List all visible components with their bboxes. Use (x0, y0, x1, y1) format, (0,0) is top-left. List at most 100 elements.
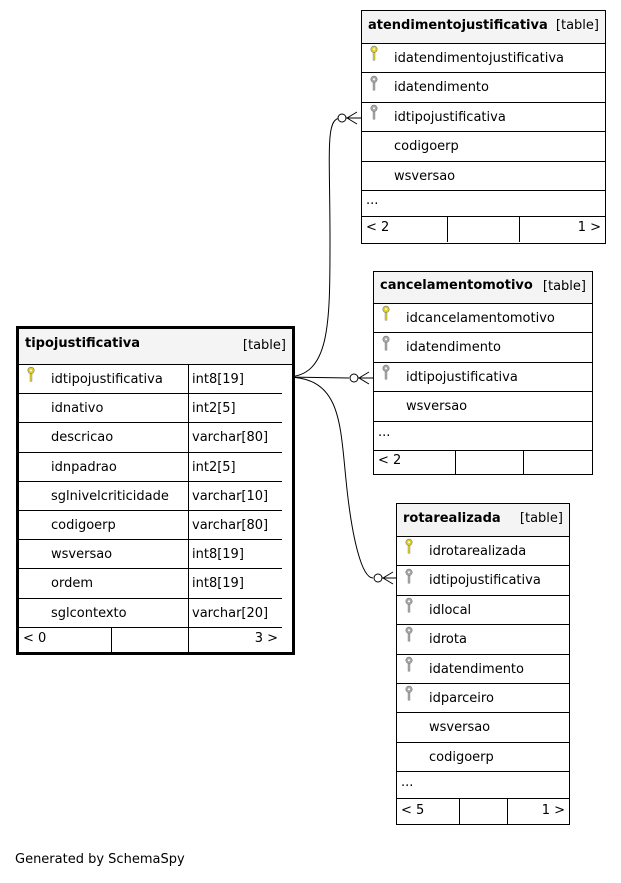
more-columns-ellipsis[interactable]: ... (397, 772, 569, 800)
foreign-key-icon (382, 333, 390, 362)
column-name: idatendimentojustificativa (394, 51, 564, 66)
column-row-idnativo[interactable]: idnativo int2[5] (19, 394, 282, 424)
table-kind: [table] (519, 511, 563, 526)
table-tipojustificativa[interactable]: tipojustificativa [table] idtipojustific… (16, 326, 295, 655)
footer-divider (447, 216, 448, 242)
column-row-idatendimentojustificativa[interactable]: idatendimentojustificativa (362, 43, 605, 74)
table-atendimentojustificativa[interactable]: atendimentojustificativa [table] idatend… (361, 10, 606, 244)
crowfoot-rotarealizada (382, 571, 397, 585)
edge-to-rotarealizada (285, 376, 374, 579)
table-footer: < 2 1 > (362, 216, 605, 242)
zero-marker-cancelamentomotivo (349, 373, 359, 383)
parents-count[interactable]: < 2 (366, 219, 390, 235)
column-name: wsversao (51, 547, 113, 563)
table-footer: < 5 1 > (397, 799, 569, 826)
column-name: idatendimento (394, 80, 489, 96)
children-count[interactable]: 1 > (541, 803, 565, 819)
column-row-idparceiro[interactable]: idparceiro (397, 683, 569, 714)
table-cancelamentomotivo[interactable]: cancelamentomotivo [table] idcancelament… (373, 271, 593, 475)
foreign-key-icon (370, 102, 378, 131)
column-name: wsversao (406, 399, 468, 415)
column-row-idatendimento[interactable]: idatendimento (374, 333, 592, 363)
column-name: descricao (51, 430, 114, 446)
column-name: idtipojustificativa (394, 109, 506, 125)
column-name: idtipojustificativa (51, 372, 163, 387)
column-type: varchar[80] (188, 510, 282, 540)
table-kind: [table] (242, 338, 286, 353)
foreign-key-icon (405, 595, 413, 624)
column-type: varchar[80] (188, 423, 282, 452)
column-row-idlocal[interactable]: idlocal (397, 595, 569, 626)
table-footer: < 0 3 > (19, 627, 292, 652)
edge-to-atendimentojustificativa (285, 117, 342, 378)
column-type: int2[5] (188, 394, 282, 423)
foreign-key-icon (405, 654, 413, 683)
column-row-idrotarealizada[interactable]: idrotarealizada (397, 537, 569, 567)
children-count[interactable]: 1 > (577, 219, 601, 235)
table-name: rotarealizada (403, 511, 501, 526)
column-name: idnativo (51, 401, 104, 417)
column-type: int8[19] (188, 365, 282, 394)
parents-count[interactable]: < 5 (401, 803, 425, 819)
column-row-idatendimento[interactable]: idatendimento (397, 655, 569, 684)
column-type: int8[19] (188, 540, 282, 569)
column-row-idtipojustificativa[interactable]: idtipojustificativa (374, 362, 592, 393)
column-row-codigoerp[interactable]: codigoerp (397, 743, 569, 773)
column-name: wsversao (429, 720, 491, 736)
table-rotarealizada[interactable]: rotarealizada [table] idrotarealizada idt… (396, 503, 570, 826)
primary-key-icon (370, 43, 378, 72)
table-kind: [table] (555, 18, 599, 33)
crowfoot-cancelamentomotivo (358, 371, 374, 385)
column-row-idtipojustificativa[interactable]: idtipojustificativa int8[19] (19, 364, 282, 395)
column-row-codigoerp[interactable]: codigoerp varchar[80] (19, 510, 282, 541)
primary-key-icon (27, 364, 35, 393)
column-name: codigoerp (394, 139, 459, 155)
foreign-key-icon (405, 683, 413, 712)
column-row-idtipojustificativa[interactable]: idtipojustificativa (397, 566, 569, 596)
column-row-idtipojustificativa[interactable]: idtipojustificativa (362, 102, 605, 133)
table-kind: [table] (542, 279, 586, 294)
zero-marker-atendimentojustificativa (337, 113, 347, 123)
parents-count[interactable]: < 0 (23, 630, 47, 646)
column-row-descricao[interactable]: descricao varchar[80] (19, 423, 282, 453)
column-name: idrotarealizada (429, 544, 527, 559)
column-name: codigoerp (51, 517, 116, 533)
column-row-wsversao[interactable]: wsversao (374, 392, 592, 422)
table-name: cancelamentomotivo (380, 278, 533, 293)
more-columns-ellipsis[interactable]: ... (362, 191, 605, 217)
primary-key-icon (382, 303, 390, 332)
column-type: int2[5] (188, 452, 282, 481)
column-name: idatendimento (429, 661, 524, 677)
table-header: atendimentojustificativa [table] (362, 11, 605, 44)
column-name: sglcontexto (51, 605, 127, 621)
column-row-wsversao[interactable]: wsversao (362, 162, 605, 191)
column-list: idtipojustificativa int8[19] idnativo int2[… (19, 365, 292, 628)
footer-divider (455, 450, 456, 475)
column-name: idtipojustificativa (406, 369, 518, 385)
footer-divider (111, 627, 112, 652)
column-name: idparceiro (429, 690, 494, 706)
children-count[interactable]: 3 > (254, 630, 278, 646)
column-row-codigoerp[interactable]: codigoerp (362, 132, 605, 162)
footer-divider (459, 799, 460, 826)
column-row-idcancelamentomotivo[interactable]: idcancelamentomotivo (374, 303, 592, 334)
parents-count[interactable]: < 2 (378, 452, 402, 468)
foreign-key-icon (405, 625, 413, 654)
column-row-wsversao[interactable]: wsversao int8[19] (19, 540, 282, 570)
table-header: rotarealizada [table] (397, 504, 569, 537)
foreign-key-icon (382, 362, 390, 391)
column-name: wsversao (394, 168, 456, 184)
footer-divider (188, 627, 189, 652)
more-columns-ellipsis[interactable]: ... (374, 422, 592, 451)
column-row-wsversao[interactable]: wsversao (397, 713, 569, 743)
column-type: int8[19] (188, 569, 282, 598)
footer-divider (507, 799, 508, 826)
column-row-idatendimento[interactable]: idatendimento (362, 73, 605, 103)
column-row-idrota[interactable]: idrota (397, 625, 569, 655)
